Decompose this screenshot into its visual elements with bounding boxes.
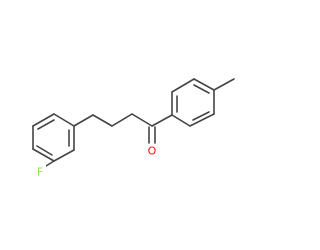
bond (171, 78, 195, 93)
bond (32, 113, 55, 127)
bond (36, 145, 53, 156)
fluorine-bond (45, 160, 55, 167)
bond (151, 114, 173, 127)
oxygen-label: O (148, 145, 157, 158)
bond (111, 113, 133, 127)
carbonyl-bond (148, 126, 156, 144)
fluorophenyl-ring (32, 113, 75, 162)
bond (193, 84, 210, 94)
bond (193, 78, 215, 91)
tolyl-ring (171, 78, 215, 127)
methyl-bond (213, 78, 235, 91)
structure-canvas: O F (32, 78, 235, 179)
bond (53, 113, 75, 127)
oxygen-atom: O (147, 144, 157, 158)
fluorine-atom: F (36, 165, 46, 179)
fluorine-label: F (37, 166, 43, 179)
bond (131, 113, 153, 127)
bond (171, 114, 191, 127)
bond (192, 111, 210, 121)
alkyl-chain (73, 113, 153, 127)
bond (32, 148, 55, 162)
bond (189, 113, 215, 127)
bond (73, 114, 94, 127)
bond (37, 119, 55, 130)
bond (53, 149, 75, 162)
bond (92, 114, 113, 127)
